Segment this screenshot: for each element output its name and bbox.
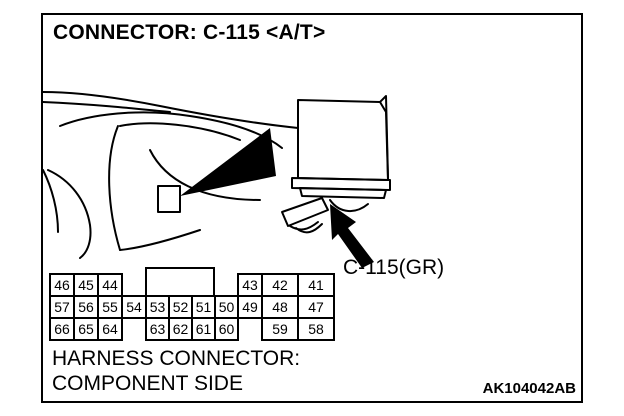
dashboard-outline	[42, 91, 299, 129]
pin-61: 61	[195, 321, 212, 337]
callout-arrow	[330, 204, 374, 268]
harness-connector	[281, 197, 329, 227]
dashboard-bottom	[119, 229, 201, 251]
pin-62: 62	[172, 321, 189, 337]
pin-58: 58	[308, 321, 324, 337]
pin-53: 53	[149, 299, 166, 315]
diagram-title: CONNECTOR: C-115 <A/T>	[53, 21, 326, 44]
pin-66: 66	[54, 321, 70, 337]
footer-line-2: COMPONENT SIDE	[52, 372, 243, 395]
pin-46: 46	[54, 277, 70, 293]
pin-44: 44	[102, 277, 118, 293]
pin-43: 43	[242, 277, 258, 293]
dashboard-upper-line	[42, 101, 171, 113]
pin-50: 50	[218, 299, 235, 315]
pin-63: 63	[149, 321, 166, 337]
figure-code: AK104042AB	[482, 380, 576, 397]
pin-59: 59	[272, 321, 288, 337]
pin-49: 49	[242, 299, 258, 315]
dashboard-center-curve	[149, 149, 261, 201]
dashboard-hood	[59, 111, 283, 149]
pin-64: 64	[102, 321, 118, 337]
dashboard-left-edge	[42, 169, 59, 233]
ecu-wire-loop	[329, 199, 369, 212]
pin-47: 47	[308, 299, 324, 315]
pin-45: 45	[78, 277, 94, 293]
harness-wires	[289, 221, 323, 234]
pin-56: 56	[78, 299, 94, 315]
pin-57: 57	[54, 299, 70, 315]
pin-55: 55	[102, 299, 118, 315]
pin-41: 41	[308, 277, 324, 293]
ecu-box-side	[379, 95, 389, 179]
pin-42: 42	[272, 277, 288, 293]
pin-52: 52	[172, 299, 189, 315]
dashboard-knee	[47, 169, 92, 259]
pin-48: 48	[272, 299, 288, 315]
ecu-box-front	[297, 99, 389, 181]
pin-60: 60	[218, 321, 235, 337]
pin-65: 65	[78, 321, 94, 337]
connector-dividers	[73, 274, 299, 340]
pin-51: 51	[195, 299, 212, 315]
connector-callout-label: C-115(GR)	[343, 256, 445, 279]
dashboard-panel	[119, 122, 241, 141]
pin-54: 54	[126, 299, 142, 315]
leader-wedge	[180, 128, 276, 196]
diagram-frame	[41, 13, 583, 403]
footer-line-1: HARNESS CONNECTOR:	[52, 347, 301, 370]
ecu-box-lip	[291, 177, 391, 191]
dash-connector	[157, 185, 181, 213]
ecu-box-base	[299, 187, 387, 199]
dashboard-lower-curve	[108, 125, 121, 251]
